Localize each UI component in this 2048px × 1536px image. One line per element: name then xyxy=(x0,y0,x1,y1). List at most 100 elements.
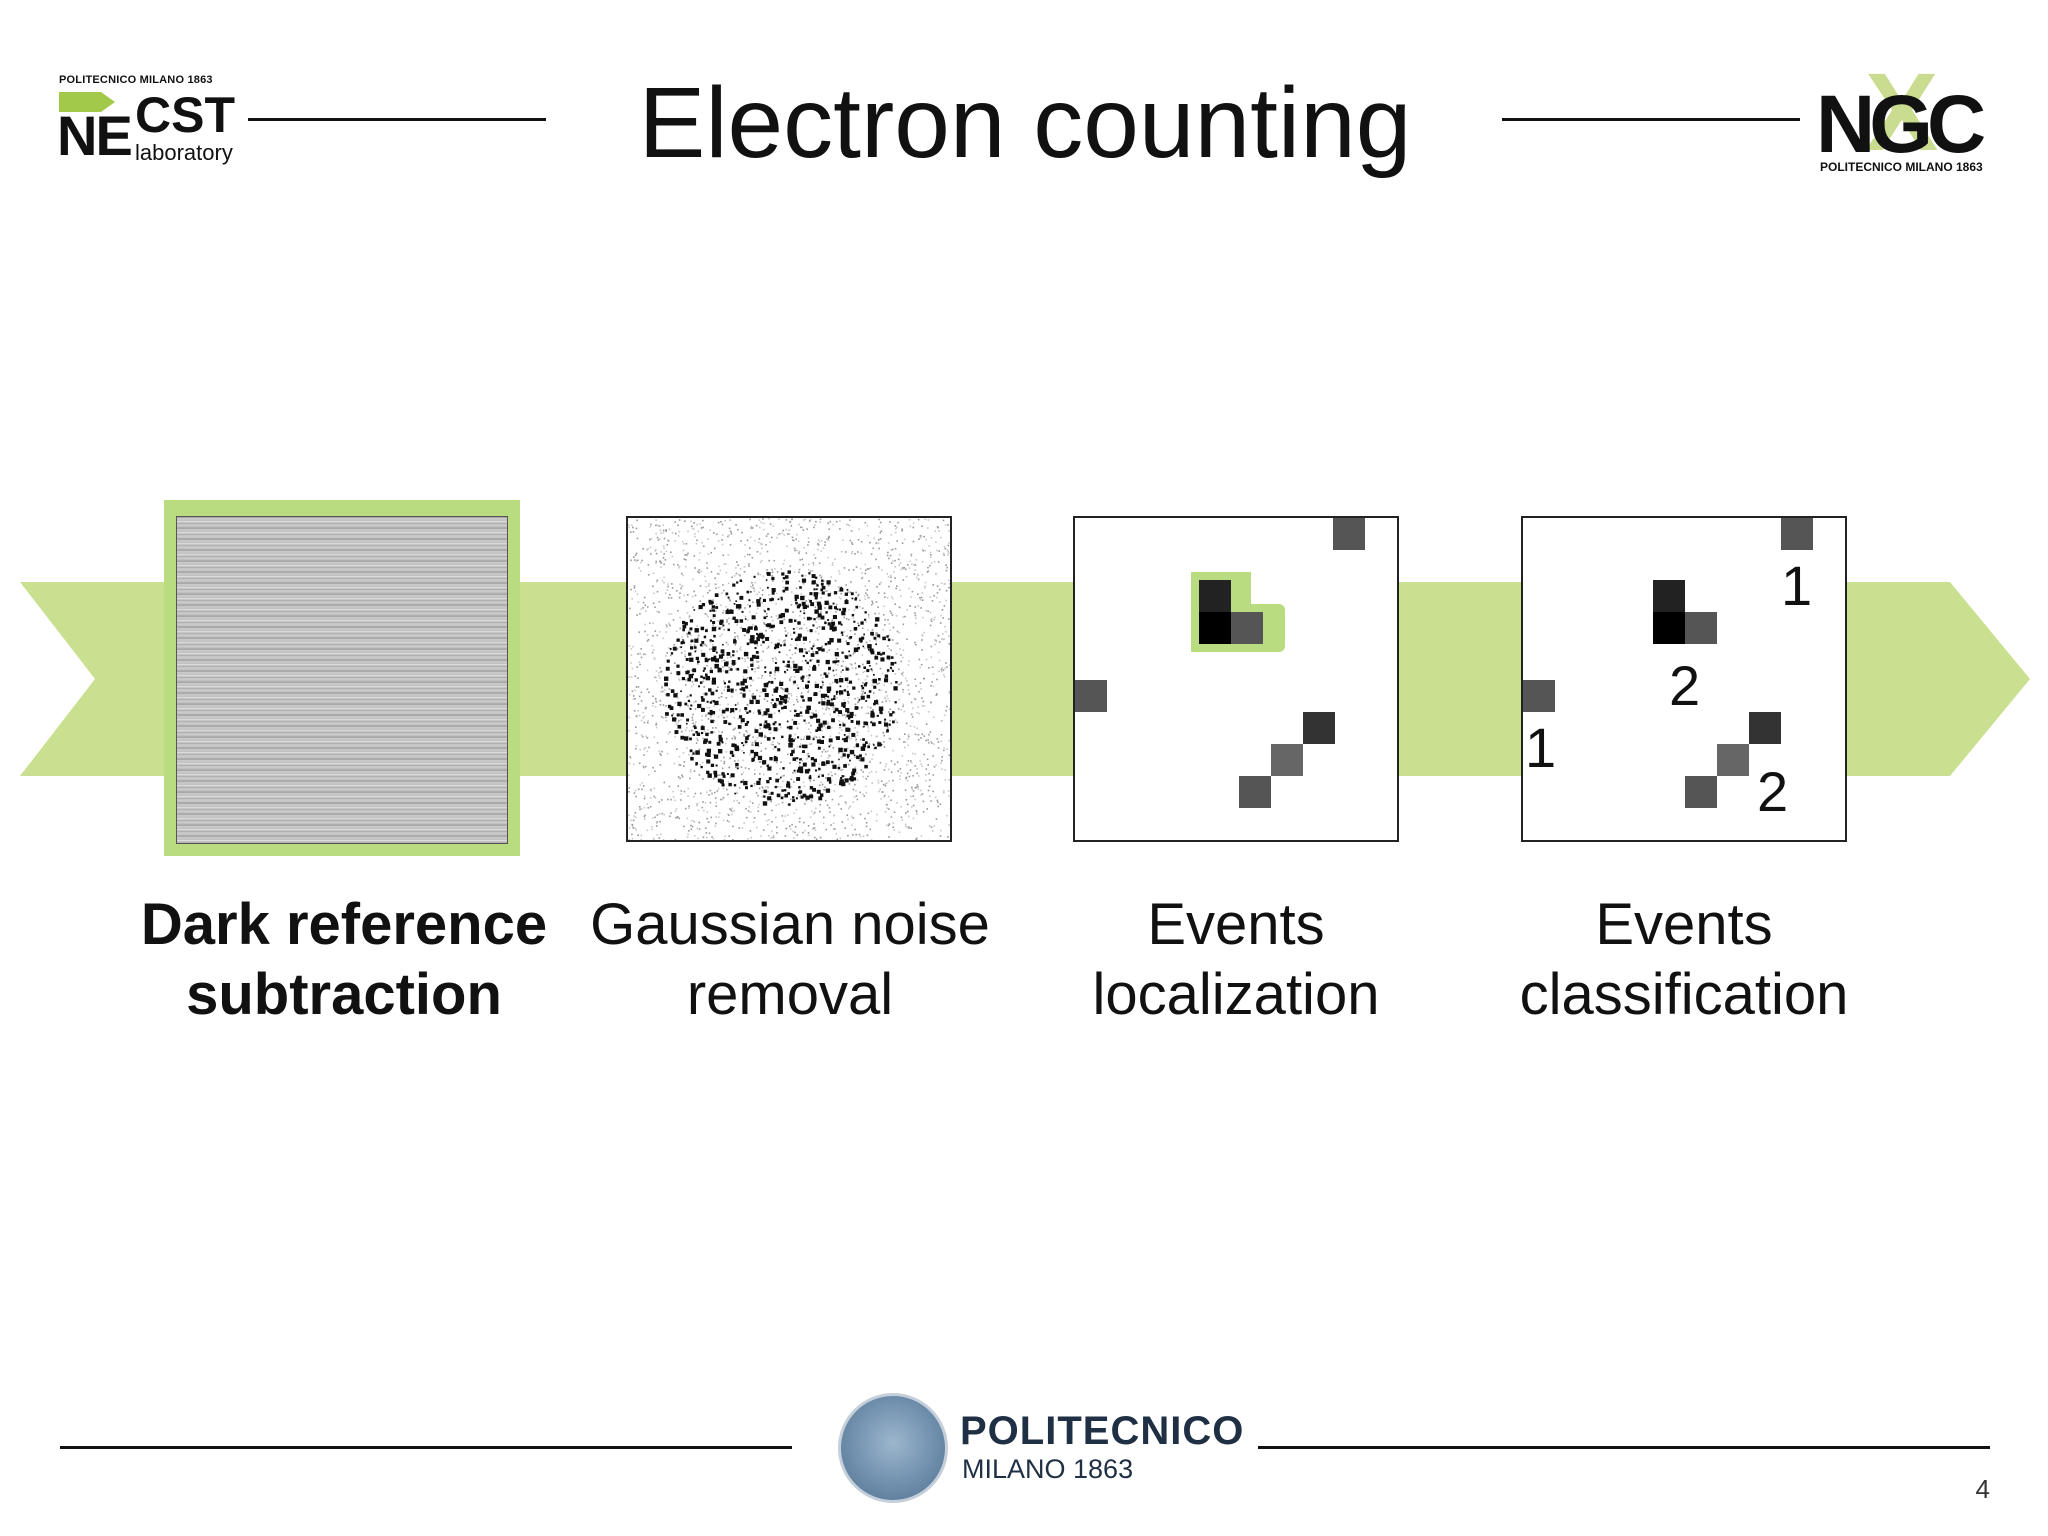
noise-dot xyxy=(706,628,708,630)
noise-dot xyxy=(813,836,816,839)
noise-dot xyxy=(877,538,880,541)
event-dot xyxy=(718,734,722,739)
event-dot xyxy=(815,651,819,655)
noise-dot xyxy=(765,629,767,632)
noise-dot xyxy=(763,829,765,831)
noise-dot xyxy=(668,613,670,615)
event-dot xyxy=(759,597,762,600)
noise-dot xyxy=(906,609,909,611)
noise-dot xyxy=(754,668,756,670)
noise-dot xyxy=(936,585,939,587)
event-dot xyxy=(821,591,825,595)
noise-dot xyxy=(761,602,763,604)
noise-dot xyxy=(828,535,830,538)
noise-dot xyxy=(838,596,841,599)
noise-dot xyxy=(761,674,763,677)
noise-dot xyxy=(841,714,844,717)
noise-dot xyxy=(754,727,756,730)
necst-arrow-icon xyxy=(59,92,115,112)
noise-dot xyxy=(754,539,756,542)
noise-dot xyxy=(887,711,890,713)
noise-dot xyxy=(684,554,687,556)
noise-dot xyxy=(810,799,813,801)
noise-dot xyxy=(857,551,859,553)
event-dot xyxy=(688,673,693,679)
event-dot xyxy=(774,721,777,724)
event-dot xyxy=(812,580,816,584)
event-dot xyxy=(878,706,884,711)
noise-dot xyxy=(707,538,709,540)
noise-dot xyxy=(944,667,946,670)
noise-dot xyxy=(646,750,648,753)
noise-dot xyxy=(725,742,727,745)
noise-dot xyxy=(814,524,816,526)
event-dot xyxy=(767,766,772,771)
event-dot xyxy=(778,651,781,654)
noise-dot xyxy=(798,550,801,553)
noise-dot xyxy=(875,632,878,634)
noise-dot xyxy=(739,692,742,695)
noise-dot xyxy=(842,589,845,591)
noise-dot xyxy=(821,698,823,701)
event-dot xyxy=(841,775,844,778)
noise-dot xyxy=(659,667,661,669)
noise-dot xyxy=(812,651,814,653)
noise-dot xyxy=(727,657,729,659)
noise-dot xyxy=(809,816,812,818)
event-dot xyxy=(846,693,850,696)
noise-dot xyxy=(803,623,805,626)
event-dot xyxy=(699,605,702,609)
noise-dot xyxy=(902,705,904,708)
noise-dot xyxy=(941,759,943,762)
noise-dot xyxy=(872,754,874,756)
noise-dot xyxy=(894,559,896,562)
noise-dot xyxy=(818,632,820,635)
noise-dot xyxy=(717,686,719,689)
noise-dot xyxy=(665,624,668,626)
event-dot xyxy=(854,706,859,710)
noise-dot xyxy=(813,553,815,556)
event-dot xyxy=(805,684,809,689)
noise-dot xyxy=(912,526,915,529)
event-dot xyxy=(882,636,886,641)
event-dot xyxy=(785,634,788,637)
event-dot xyxy=(818,796,823,801)
noise-dot xyxy=(650,553,652,555)
noise-dot xyxy=(668,647,670,649)
event-dot xyxy=(725,670,729,674)
noise-dot xyxy=(801,660,804,663)
noise-dot xyxy=(781,687,784,690)
event-dot xyxy=(707,773,712,778)
noise-dot xyxy=(631,823,633,826)
noise-dot xyxy=(638,661,641,663)
event-dot xyxy=(694,650,697,653)
event-dot xyxy=(754,647,757,649)
noise-dot xyxy=(700,719,703,721)
event-dot xyxy=(820,693,825,698)
noise-dot xyxy=(816,627,818,629)
noise-dot xyxy=(859,813,862,816)
event-dot xyxy=(694,646,697,649)
noise-dot xyxy=(886,671,889,673)
event-dot xyxy=(880,711,883,715)
noise-dot xyxy=(743,735,745,737)
noise-dot xyxy=(940,740,943,743)
noise-dot xyxy=(933,743,935,745)
event-dot xyxy=(725,610,730,615)
event-dot xyxy=(793,668,796,671)
noise-dot xyxy=(936,549,938,552)
noise-dot xyxy=(945,630,947,633)
noise-dot xyxy=(827,773,830,776)
event-dot xyxy=(722,643,724,646)
noise-dot xyxy=(680,799,682,801)
event-dot xyxy=(690,646,694,650)
noise-dot xyxy=(712,599,714,601)
noise-dot xyxy=(789,679,791,681)
noise-dot xyxy=(917,518,920,521)
noise-dot xyxy=(669,593,671,596)
noise-dot xyxy=(771,717,773,720)
event-dot xyxy=(728,722,731,726)
event-dot xyxy=(873,636,877,640)
noise-dot xyxy=(706,562,708,564)
noise-dot xyxy=(658,813,661,815)
